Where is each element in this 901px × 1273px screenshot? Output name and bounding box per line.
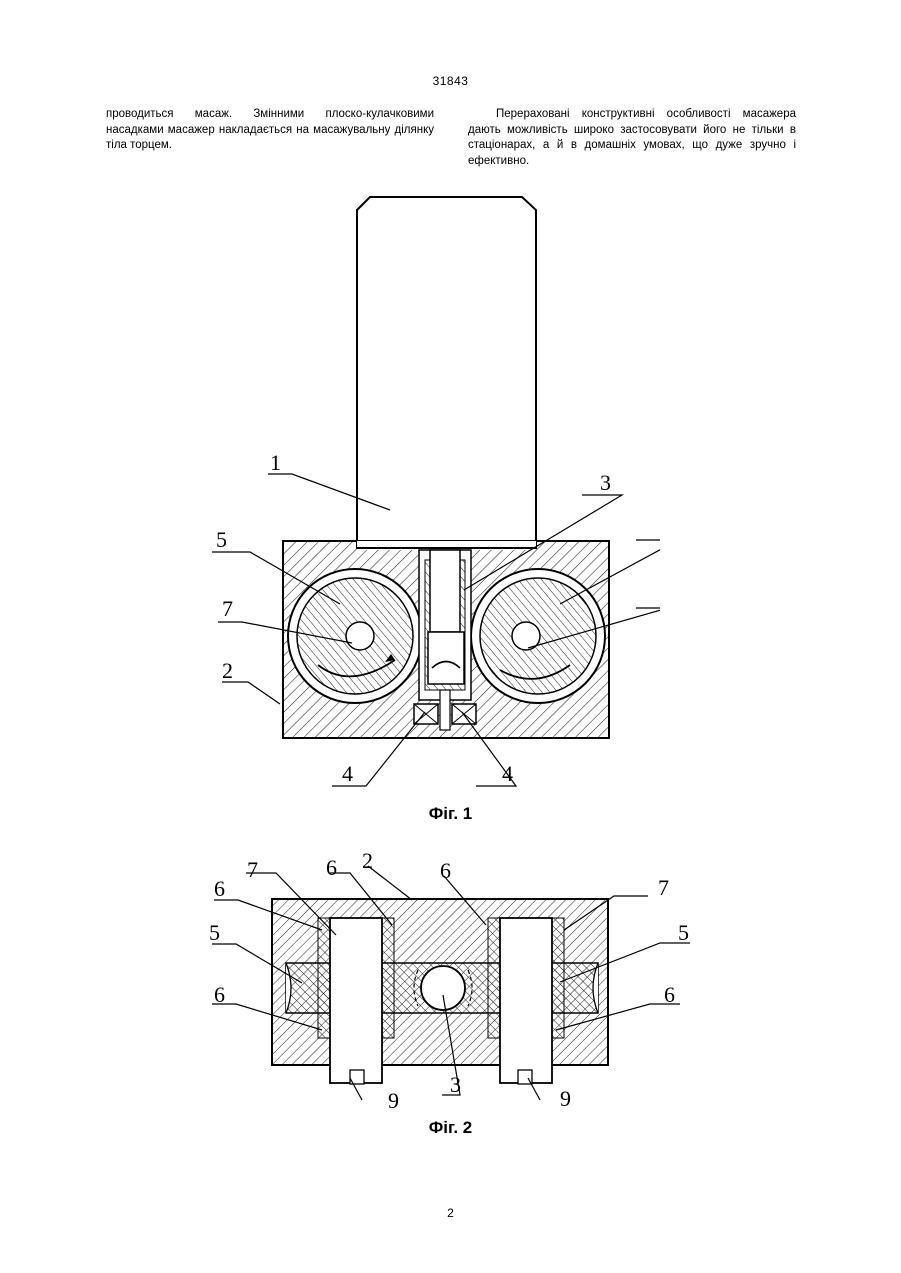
- fig2-label-3: 3: [450, 1072, 461, 1097]
- shaft-right: [500, 918, 552, 1083]
- fig1-label-1: 1: [270, 450, 281, 475]
- fig1-label-5-left: 5: [216, 527, 227, 552]
- fig2-label-7-right: 7: [658, 875, 669, 900]
- figure-1-drawing: 1 3 5 5 7 7 2 4 4: [200, 190, 660, 800]
- fig2-label-6-left: 6: [214, 876, 225, 901]
- figure-1-caption: Фіг. 1: [0, 804, 901, 824]
- fig2-label-6-top-left: 6: [326, 855, 337, 880]
- fig1-label-2: 2: [222, 658, 233, 683]
- figure-2-caption: Фіг. 2: [0, 1118, 901, 1138]
- fig2-label-7-left: 7: [247, 857, 258, 882]
- fig2-label-2: 2: [362, 850, 373, 873]
- fig2-label-6-bottom-right: 6: [664, 982, 675, 1007]
- axle-left: [346, 622, 374, 650]
- fig1-label-4-right: 4: [502, 761, 513, 786]
- shaft-left: [330, 918, 382, 1083]
- right-column-text: Перераховані конструктивні особливості м…: [468, 107, 796, 169]
- fig2-label-5-right: 5: [678, 920, 689, 945]
- fig2-label-6-bottom-left: 6: [214, 982, 225, 1007]
- fig1-label-4-left: 4: [342, 761, 353, 786]
- patent-number: 31843: [0, 74, 901, 88]
- fig1-label-7-left: 7: [222, 596, 233, 621]
- central-ball: [421, 966, 465, 1010]
- fig1-label-3: 3: [600, 470, 611, 495]
- handle-body: [357, 197, 536, 548]
- fig2-label-5-left: 5: [209, 920, 220, 945]
- page-number: 2: [0, 1206, 901, 1220]
- fig2-label-9-right: 9: [560, 1086, 571, 1111]
- figure-2-drawing: 2 7 6 6 6 7 5 5 6 6 3 9 9: [200, 850, 700, 1120]
- left-column-text: проводиться масаж. Змінними плоско-кулач…: [106, 107, 434, 154]
- fig2-label-6-top-right: 6: [440, 858, 451, 883]
- fig2-label-9-left: 9: [388, 1088, 399, 1113]
